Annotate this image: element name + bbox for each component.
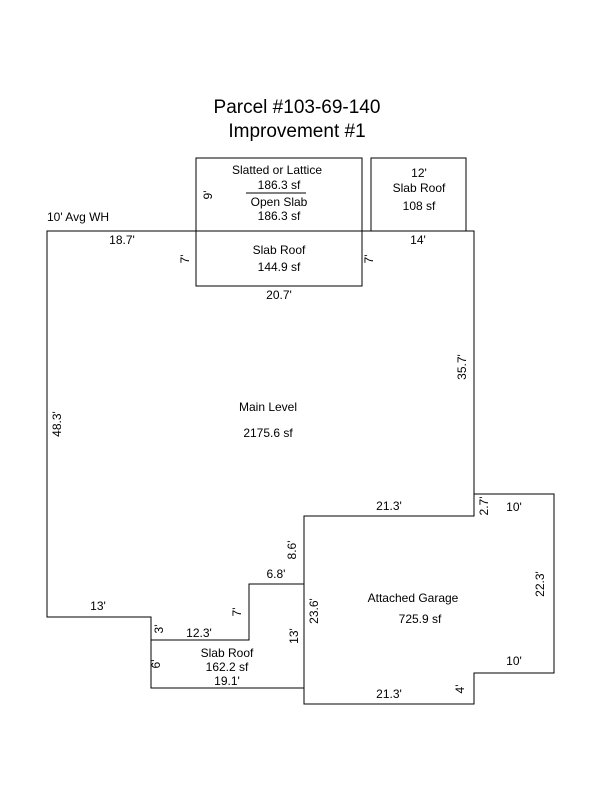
slab-roof-bottom-name: Slab Roof (201, 646, 254, 660)
slab-roof-bottom-outline (150, 640, 304, 689)
dim-6: 6' (149, 660, 163, 669)
dim-4: 4' (453, 685, 467, 694)
slab-roof-top-right-name: Slab Roof (393, 181, 446, 195)
slab-roof-top-right-size: 108 sf (403, 199, 436, 213)
dim-14: 14' (410, 233, 426, 247)
dim-23-6: 23.6' (307, 598, 321, 624)
slab-roof-top-center-name: Slab Roof (253, 243, 306, 257)
dim-3: 3' (152, 625, 166, 634)
dim-21-3-bottom: 21.3' (376, 687, 402, 701)
dim-35-7: 35.7' (455, 354, 469, 380)
main-level-outline (46, 230, 475, 641)
dim-6-8: 6.8' (267, 567, 286, 581)
slatted-name: Slatted or Lattice (232, 163, 322, 177)
dim-18-7: 18.7' (109, 233, 135, 247)
dim-22-3: 22.3' (533, 571, 547, 597)
dim-13-h: 13' (90, 599, 106, 613)
dim-8-6: 8.6' (285, 541, 299, 560)
open-slab-name: Open Slab (251, 195, 308, 209)
slab-roof-bottom-size: 162.2 sf (206, 660, 249, 674)
attached-garage-size: 725.9 sf (399, 612, 442, 626)
dim-7-small: 7' (230, 608, 244, 617)
dim-20-7: 20.7' (266, 288, 292, 302)
slab-roof-top-center-size: 144.9 sf (258, 260, 301, 274)
main-level-size: 2175.6 sf (243, 426, 293, 440)
avg-wall-height-note: 10' Avg WH (47, 210, 109, 224)
slab-roof-bottom-dim: 19.1' (214, 674, 240, 688)
improvement-title: Improvement #1 (228, 121, 365, 142)
dim-2-7: 2.7' (477, 497, 491, 516)
dim-9: 9' (201, 191, 215, 200)
attached-garage-outline (303, 493, 555, 705)
parcel-title: Parcel #103-69-140 (214, 97, 381, 118)
slab-roof-top-right-outline (370, 157, 467, 232)
dim-13-v: 13' (287, 628, 301, 644)
dim-10-top: 10' (506, 500, 522, 514)
dim-12-3: 12.3' (186, 626, 212, 640)
open-slab-size: 186.3 sf (258, 209, 301, 223)
slatted-size: 186.3 sf (258, 178, 301, 192)
dim-7-right: 7' (362, 255, 376, 264)
main-level-name: Main Level (239, 400, 297, 414)
slab-roof-top-center-outline (195, 230, 363, 287)
slab-roof-top-right-dim: 12' (411, 166, 427, 180)
dim-21-3-top: 21.3' (376, 499, 402, 513)
dim-10-bottom: 10' (506, 654, 522, 668)
dim-7-left: 7' (178, 255, 192, 264)
dim-48-3: 48.3' (50, 411, 64, 437)
attached-garage-name: Attached Garage (368, 591, 459, 605)
